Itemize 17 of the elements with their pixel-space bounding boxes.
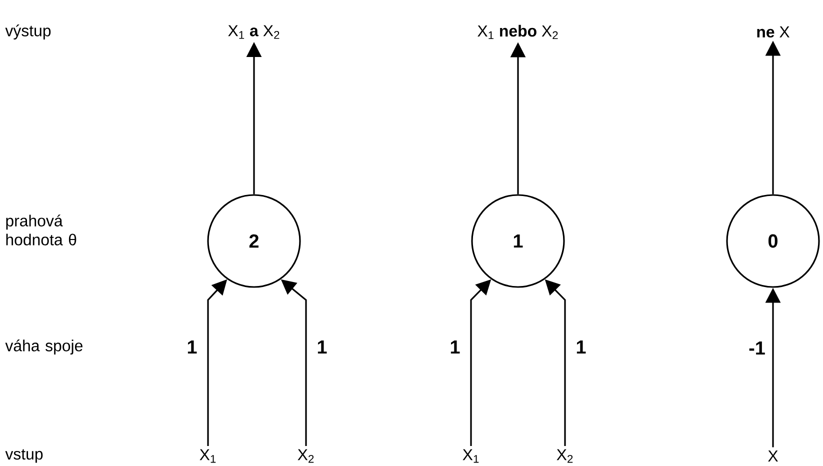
row-label: prahová hodnota θ bbox=[6, 214, 76, 246]
weight-label: 1 bbox=[186, 339, 198, 354]
weight-label: -1 bbox=[748, 340, 766, 356]
row-label: výstup bbox=[5, 24, 51, 40]
output-text: ne X bbox=[757, 26, 790, 38]
input-text: X$_{2}$ bbox=[298, 449, 314, 463]
weight-label: 1 bbox=[448, 339, 462, 354]
output-text: X$_{1}$ a X$_{2}$ bbox=[228, 25, 280, 39]
input-text: X bbox=[768, 450, 778, 462]
input-text: X$_{1}$ bbox=[200, 449, 216, 463]
row-label: vstup bbox=[5, 449, 43, 463]
input-text: X$_{1}$ bbox=[462, 449, 479, 463]
input-text: X$_{2}$ bbox=[556, 449, 573, 463]
weight-label: 1 bbox=[574, 339, 588, 354]
weight-label: 1 bbox=[316, 339, 328, 354]
row-label: váha spoje bbox=[5, 339, 82, 355]
output-text: X$_{1}$ nebo X$_{2}$ bbox=[478, 24, 558, 40]
